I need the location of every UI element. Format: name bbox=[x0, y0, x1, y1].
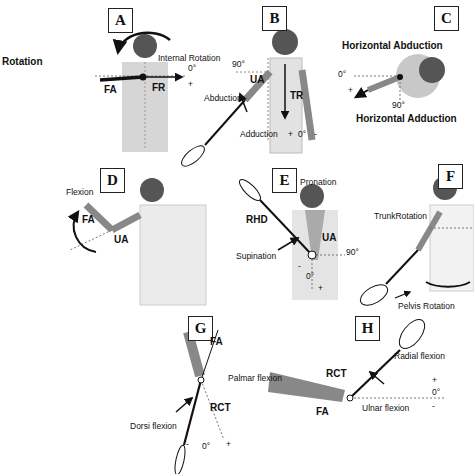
figure-label: - bbox=[186, 440, 189, 449]
figure-label: Horizontal Adduction bbox=[356, 113, 457, 124]
panel-letter: E bbox=[279, 172, 289, 189]
panel-letter: H bbox=[362, 320, 374, 337]
panel-f-figure bbox=[357, 176, 474, 309]
figure-label: 90° bbox=[392, 101, 405, 110]
panel-letter-box: C bbox=[434, 6, 459, 31]
figure-label: Flexion bbox=[66, 188, 93, 197]
figure-label: Dorsi flexion bbox=[130, 422, 177, 431]
figure-label: FA bbox=[210, 336, 223, 347]
figure-label: FA bbox=[104, 84, 117, 95]
figure-label: 90° bbox=[232, 60, 245, 69]
panel-letter: F bbox=[446, 168, 455, 185]
panel-letter-box: D bbox=[100, 168, 125, 193]
figure-label: 90° bbox=[346, 248, 359, 257]
figure-label: FR bbox=[152, 82, 165, 93]
figure-label: Internal Rotation bbox=[158, 54, 220, 63]
figure-label: 0° bbox=[298, 130, 306, 139]
figure-label: Pronation bbox=[300, 178, 336, 187]
figure-label: + bbox=[226, 440, 231, 449]
figure-label: RHD bbox=[246, 214, 268, 225]
panel-a-figure bbox=[95, 33, 185, 152]
figure-label: Palmar flexion bbox=[228, 374, 282, 383]
panel-letter-box: F bbox=[438, 164, 463, 189]
panel-letter-box: A bbox=[108, 8, 133, 33]
figure-label: Adduction bbox=[240, 130, 278, 139]
figure-label: Supination bbox=[236, 252, 276, 261]
panel-h-figure bbox=[268, 315, 445, 402]
figure-label: 0° bbox=[306, 272, 314, 281]
figure-label: Rotation bbox=[2, 56, 43, 67]
panel-c-figure bbox=[352, 54, 445, 100]
figure-label: + bbox=[288, 130, 293, 139]
figure-label: - bbox=[314, 130, 317, 139]
figure-label: UA bbox=[322, 232, 336, 243]
figure-label: TrunkRotation bbox=[374, 212, 427, 221]
panel-letter-box: G bbox=[188, 316, 213, 341]
figure-label: 0° bbox=[432, 388, 440, 397]
panel-letter: A bbox=[115, 12, 126, 29]
panel-letter: G bbox=[195, 320, 207, 337]
panel-letter: B bbox=[269, 10, 279, 27]
panel-letter-box: H bbox=[355, 316, 380, 341]
figure-label: 0° bbox=[338, 70, 346, 79]
panel-e-figure bbox=[237, 177, 345, 300]
figure-label: + bbox=[432, 376, 437, 385]
panel-letter: D bbox=[107, 172, 118, 189]
figure-label: + bbox=[318, 284, 323, 293]
figure-label: + bbox=[188, 80, 193, 89]
figure-label: TR bbox=[290, 90, 303, 101]
figure-label: FA bbox=[316, 406, 329, 417]
figure-label: RCT bbox=[326, 368, 347, 379]
figure-label: 0° bbox=[202, 442, 210, 451]
panel-b-figure bbox=[178, 29, 312, 170]
figure-label: + bbox=[348, 86, 353, 95]
panel-letter: C bbox=[441, 10, 452, 27]
figure-label: - bbox=[432, 402, 435, 411]
figure-label: FA bbox=[82, 214, 95, 225]
panel-letter-box: B bbox=[262, 6, 287, 31]
figure-label: Pelvis Rotation bbox=[398, 302, 455, 311]
figure-label: 0° bbox=[188, 64, 196, 73]
figure-label: - bbox=[298, 262, 301, 271]
figure-label: Radial flexion bbox=[394, 352, 445, 361]
figure-label: RCT bbox=[210, 402, 231, 413]
panel-d-figure bbox=[70, 178, 206, 305]
panel-letter-box: E bbox=[272, 168, 297, 193]
figure-label: UA bbox=[114, 234, 128, 245]
figure-label: UA bbox=[250, 74, 264, 85]
figure-label: Abduction bbox=[204, 94, 242, 103]
figure-label: Horizontal Abduction bbox=[342, 40, 443, 51]
figure-label: Ulnar flexion bbox=[362, 404, 409, 413]
